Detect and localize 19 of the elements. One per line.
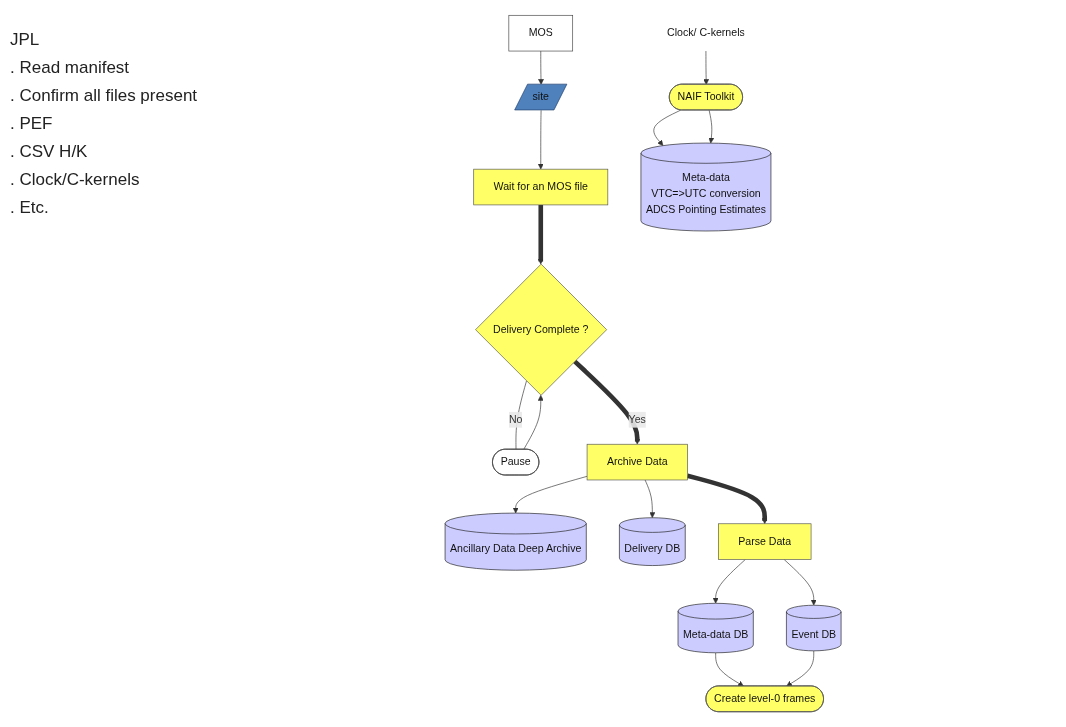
node-box: Parse Data [717, 523, 812, 560]
note-text: . Clock/C-kernels [10, 170, 141, 190]
arrow [573, 359, 641, 445]
node-box: Wait for an MOS file [473, 168, 609, 206]
arrow [686, 473, 768, 525]
note-text: . Etc. [10, 198, 50, 218]
node-box: MOS [508, 14, 573, 52]
note-text: . CSV H/K [10, 142, 89, 162]
connector [515, 380, 527, 450]
note-text: . Read manifest [10, 58, 131, 78]
arrow [537, 204, 544, 265]
node-diamond: Delivery Complete ? [475, 263, 607, 396]
note-text: JPL [10, 30, 41, 50]
node-box: Archive Data [586, 443, 688, 481]
note-text: . PEF [10, 114, 54, 134]
edge-label: Yes [628, 413, 646, 426]
edge-label: No [508, 413, 523, 426]
note-text: . Confirm all files present [10, 86, 199, 106]
node-text: Clock/ C-kernels [666, 27, 745, 39]
